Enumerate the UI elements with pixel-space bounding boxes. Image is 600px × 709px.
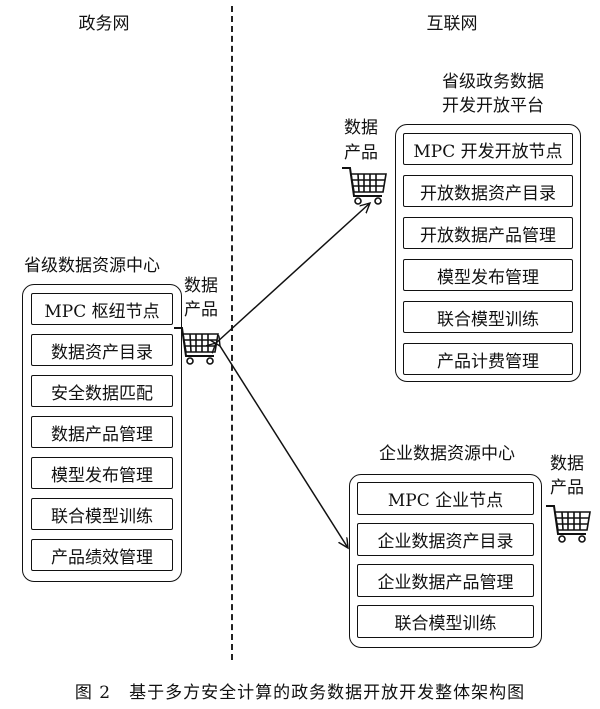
item-enterprise-data-product-management: 企业数据产品管理 [357, 564, 534, 597]
open-platform-title-line2: 开发开放平台 [442, 96, 544, 116]
figure-caption: 图 2 基于多方安全计算的政务数据开放开发整体架构图 [74, 683, 526, 703]
item-mpc-open-node: MPC 开发开放节点 [403, 133, 573, 165]
item-open-data-asset-catalog: 开放数据资产目录 [403, 175, 573, 207]
left-center-title: 省级数据资源中心 [24, 256, 160, 276]
cart-label-line1: 数据 [550, 454, 584, 474]
cart-label-line2: 产品 [550, 478, 584, 498]
item-product-performance-management: 产品绩效管理 [31, 539, 173, 571]
item-secure-data-matching: 安全数据匹配 [31, 375, 173, 407]
internet-header: 互联网 [426, 14, 478, 34]
open-platform-panel: MPC 开发开放节点 开放数据资产目录 开放数据产品管理 模型发布管理 联合模型… [395, 124, 581, 382]
cart-label-line1: 数据 [344, 118, 378, 138]
cart-label-line2: 产品 [184, 300, 218, 320]
enterprise-center-title: 企业数据资源中心 [379, 444, 515, 464]
item-joint-model-training: 联合模型训练 [357, 605, 534, 638]
shopping-cart-icon [546, 505, 591, 543]
intranet-header: 政务网 [78, 14, 130, 34]
item-model-release-management: 模型发布管理 [31, 457, 173, 489]
shopping-cart-icon [174, 327, 219, 365]
open-platform-title-line1: 省级政务数据 [442, 72, 544, 92]
item-product-billing-management: 产品计费管理 [403, 343, 573, 375]
cart-label-line1: 数据 [184, 276, 218, 296]
item-enterprise-data-asset-catalog: 企业数据资产目录 [357, 523, 534, 556]
shopping-cart-icon [342, 167, 387, 205]
item-mpc-hub-node: MPC 枢纽节点 [31, 293, 173, 325]
enterprise-data-center-panel: MPC 企业节点 企业数据资产目录 企业数据产品管理 联合模型训练 [349, 474, 542, 648]
item-joint-model-training: 联合模型训练 [403, 301, 573, 333]
item-open-data-product-management: 开放数据产品管理 [403, 217, 573, 249]
item-mpc-enterprise-node: MPC 企业节点 [357, 482, 534, 515]
provincial-data-center-panel: MPC 枢纽节点 数据资产目录 安全数据匹配 数据产品管理 模型发布管理 联合模… [22, 284, 182, 582]
item-model-release-management: 模型发布管理 [403, 259, 573, 291]
item-data-product-management: 数据产品管理 [31, 416, 173, 448]
cart-label-line2: 产品 [344, 143, 378, 163]
arrow-to-open-platform [216, 203, 370, 343]
item-joint-model-training: 联合模型训练 [31, 498, 173, 530]
item-data-asset-catalog: 数据资产目录 [31, 334, 173, 366]
arrow-to-enterprise-center [220, 346, 348, 548]
